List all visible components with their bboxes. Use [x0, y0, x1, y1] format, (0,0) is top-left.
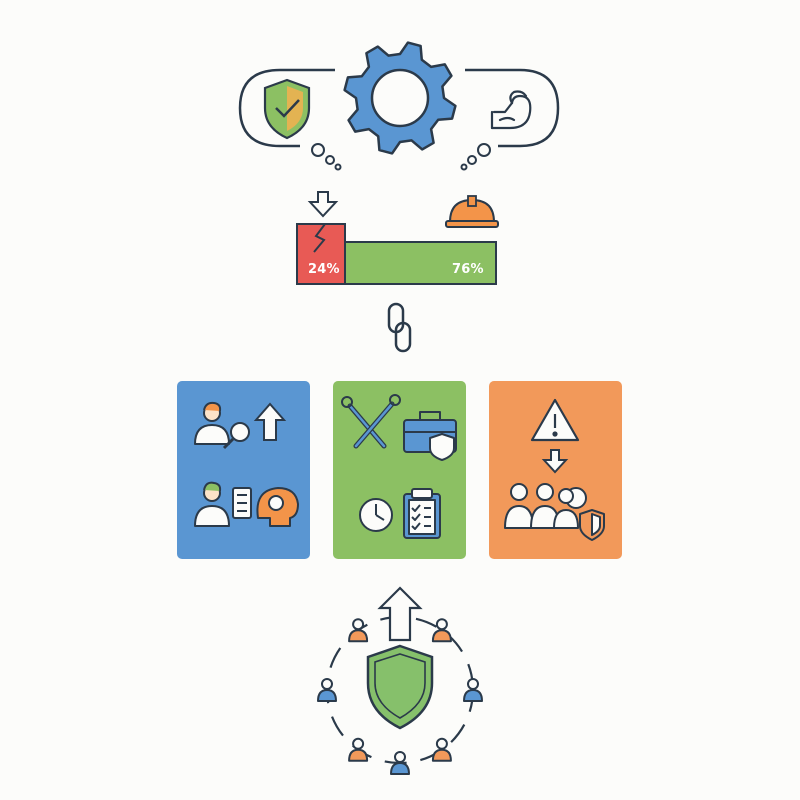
wrench-screwdriver-icon: [341, 394, 401, 449]
people-circle-icon: [317, 586, 483, 775]
split-bar-right-label: 76%: [452, 262, 484, 277]
warning-triangle-icon: [530, 398, 580, 442]
panel-orange: [489, 381, 622, 559]
split-bar-left-label: 24%: [308, 262, 340, 277]
clock-icon: [359, 498, 393, 532]
team-shield-icon: [504, 483, 605, 541]
up-arrow-icon-bottom: [377, 586, 423, 642]
connector-band-right: [465, 68, 560, 148]
person-search-icon: [194, 401, 250, 450]
thought-dots-left: [311, 143, 342, 171]
split-bar: [296, 223, 497, 285]
person-icon: [317, 678, 337, 702]
person-icon: [348, 737, 369, 762]
up-arrow-icon: [253, 402, 287, 441]
person-ring: [317, 618, 483, 775]
thought-dots-right: [460, 143, 491, 171]
top-gear-group: [238, 41, 560, 171]
person-icon: [431, 618, 452, 643]
connector-band: [238, 68, 335, 148]
gear-icon: [343, 41, 457, 155]
toolbox-shield-icon: [403, 411, 457, 461]
person-icon: [348, 618, 369, 643]
strong-arm-icon: [490, 90, 532, 130]
person-icon: [431, 737, 452, 762]
person-brain-icon: [194, 481, 299, 527]
down-arrow-icon-orange: [541, 449, 569, 474]
shield-icon: [366, 644, 434, 730]
panel-green: [333, 381, 466, 559]
person-icon: [390, 751, 410, 775]
chain-link-icon: [387, 302, 412, 353]
panel-blue: [177, 381, 310, 559]
shield-check-icon: [263, 78, 311, 140]
down-arrow-icon: [307, 191, 339, 218]
hard-hat-icon: [445, 195, 499, 228]
split-bar-right-segment: [344, 241, 497, 285]
crack-mark: [313, 223, 326, 253]
split-bar-left-segment: [296, 223, 346, 285]
person-icon: [463, 678, 483, 702]
checklist-icon: [403, 488, 441, 539]
